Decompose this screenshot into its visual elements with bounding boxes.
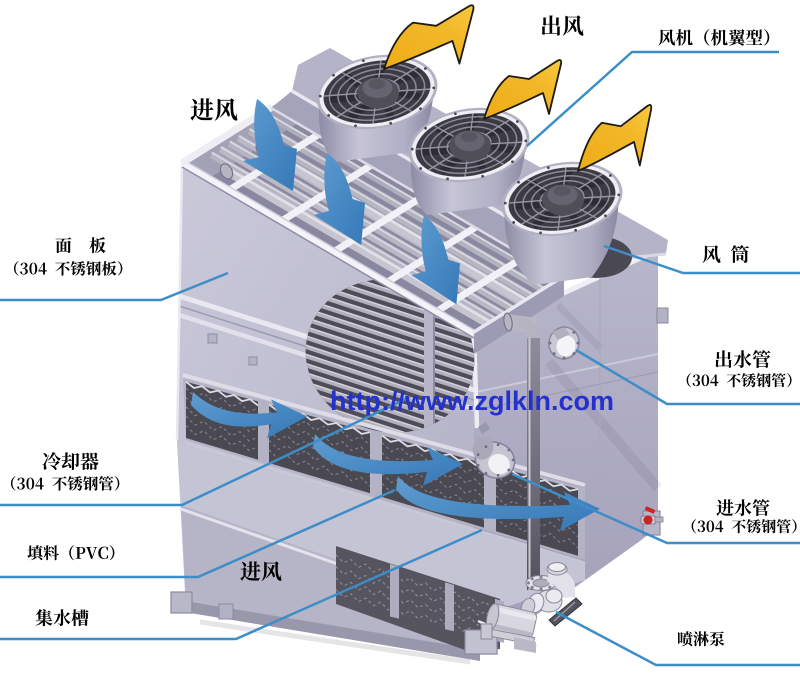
svg-text:http://www.zglkln.com: http://www.zglkln.com: [330, 386, 614, 416]
